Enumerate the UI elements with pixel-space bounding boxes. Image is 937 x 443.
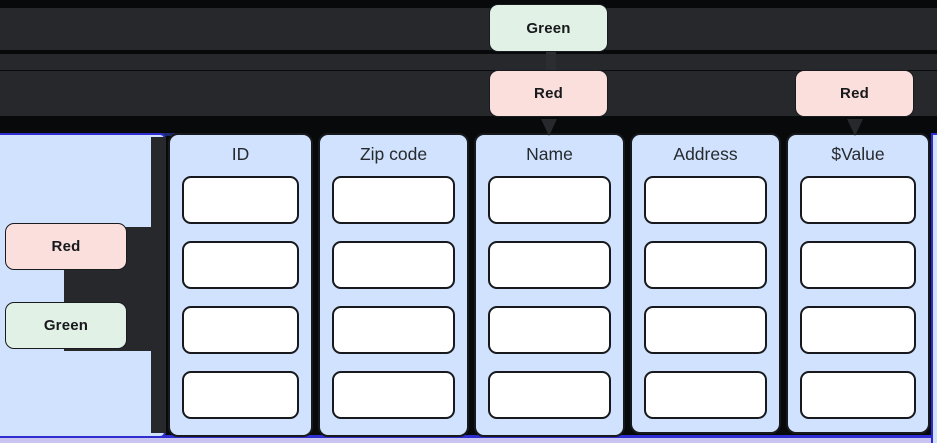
red-badge-left[interactable]: Red [5, 223, 127, 270]
red-badge-top-center[interactable]: Red [489, 70, 608, 117]
red-badge-top-right[interactable]: Red [795, 70, 914, 117]
dark-row-bar-top [0, 8, 937, 50]
column-name: Name [474, 133, 625, 437]
column-header-id: ID [231, 144, 250, 164]
green-badge-left[interactable]: Green [5, 302, 127, 349]
dark-row-bar-middle [0, 54, 937, 70]
column-id: ID [168, 133, 313, 437]
down-arrow-pointer-icon [541, 119, 557, 136]
connector-stub [546, 50, 556, 73]
table-cell[interactable] [182, 176, 299, 224]
table-cell[interactable] [644, 306, 767, 354]
table-cell[interactable] [644, 241, 767, 289]
table-cell[interactable] [800, 241, 916, 289]
green-badge-top[interactable]: Green [489, 4, 608, 52]
table-cell[interactable] [182, 371, 299, 419]
table-cell[interactable] [332, 241, 455, 289]
badge-label: Red [51, 238, 81, 255]
vertical-divider-bar [151, 137, 166, 433]
bottom-cutoff-panel [0, 438, 937, 443]
table-cell[interactable] [332, 371, 455, 419]
table-cell[interactable] [800, 176, 916, 224]
column-zip-code: Zip code [318, 133, 469, 437]
table-cell[interactable] [644, 176, 767, 224]
column-header-address: Address [673, 144, 738, 164]
table-cell[interactable] [488, 176, 611, 224]
table-cell[interactable] [332, 306, 455, 354]
column-header-name: Name [526, 144, 573, 164]
badge-label: Red [840, 85, 869, 102]
table-cell[interactable] [488, 371, 611, 419]
column-header-zip-code: Zip code [359, 144, 428, 164]
table-cell[interactable] [182, 241, 299, 289]
badge-label: Red [534, 85, 563, 102]
table-cell[interactable] [644, 371, 767, 419]
badge-label: Green [43, 317, 89, 334]
table-cell[interactable] [488, 241, 611, 289]
bottom-cutoff-panel-border [0, 435, 937, 438]
column-address: Address [630, 133, 781, 434]
right-cutoff-panel [931, 133, 937, 443]
badge-label: Green [526, 19, 571, 37]
table-cell[interactable] [182, 306, 299, 354]
table-cell[interactable] [488, 306, 611, 354]
table-cell[interactable] [800, 371, 916, 419]
column-value: $Value [786, 133, 930, 434]
table-cell[interactable] [332, 176, 455, 224]
dark-row-bar-bottom [0, 71, 937, 116]
table-cell[interactable] [800, 306, 916, 354]
column-header-value: $Value [831, 144, 885, 164]
down-arrow-pointer-icon [847, 119, 863, 136]
